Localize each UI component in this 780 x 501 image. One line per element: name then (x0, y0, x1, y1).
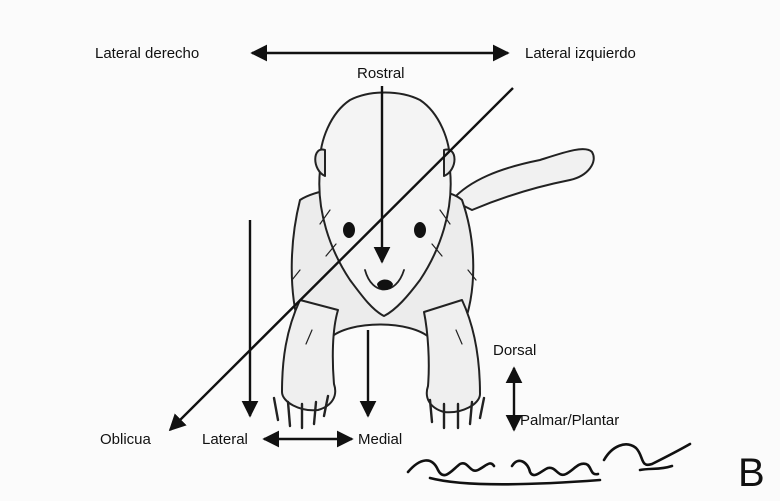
label-lateral: Lateral (202, 431, 248, 448)
animal-right-ear (444, 150, 455, 176)
label-palmar-plantar: Palmar/Plantar (520, 412, 619, 429)
label-lateral-izquierdo: Lateral izquierdo (525, 45, 636, 62)
label-dorsal: Dorsal (493, 342, 536, 359)
artist-signature (408, 444, 690, 484)
animal-right-eye (414, 222, 426, 238)
label-rostral: Rostral (357, 65, 405, 82)
label-lateral-derecho: Lateral derecho (95, 45, 199, 62)
animal-left-ear (315, 150, 325, 176)
animal-illustration (274, 93, 594, 429)
animal-right-leg (424, 300, 480, 412)
animal-left-leg (282, 300, 338, 410)
label-medial: Medial (358, 431, 402, 448)
label-oblicua: Oblicua (100, 431, 152, 448)
animal-left-eye (343, 222, 355, 238)
animal-tail (452, 149, 594, 210)
panel-letter: B (738, 451, 765, 495)
